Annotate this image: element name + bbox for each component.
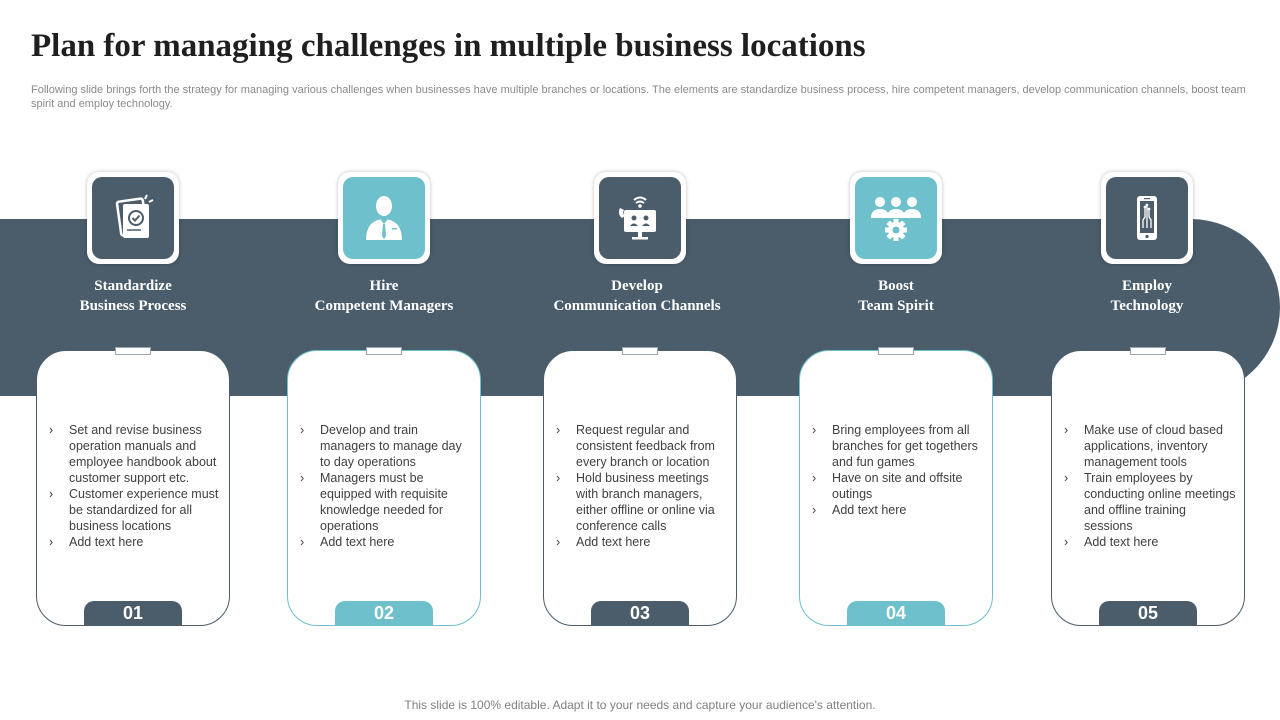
bullet-list: Set and revise business operation manual… [49, 422, 221, 550]
list-item: Add text here [300, 534, 472, 550]
list-item: Add text here [812, 502, 984, 518]
list-item: Add text here [556, 534, 728, 550]
bullet-list: Request regular and consistent feedback … [556, 422, 728, 550]
list-item: Managers must be equipped with requisite… [300, 470, 472, 534]
list-item: Develop and train managers to manage day… [300, 422, 472, 470]
list-item: Bring employees from all branches for ge… [812, 422, 984, 470]
card-hire: Develop and train managers to manage day… [287, 347, 481, 626]
card-standardize: Set and revise business operation manual… [36, 347, 230, 626]
footer-note: This slide is 100% editable. Adapt it to… [404, 698, 876, 712]
video-call-icon [618, 196, 656, 240]
list-item: Set and revise business operation manual… [49, 422, 221, 486]
bullet-list: Make use of cloud based applications, in… [1064, 422, 1236, 550]
icon-tile-develop [594, 172, 686, 264]
number-badge: 02 [335, 601, 433, 626]
card-develop: Request regular and consistent feedback … [543, 347, 737, 626]
bullet-list: Bring employees from all branches for ge… [812, 422, 984, 518]
list-item: Train employees by conducting online mee… [1064, 470, 1236, 534]
page-subtitle: Following slide brings forth the strateg… [31, 84, 1246, 110]
list-item: Customer experience must be standardized… [49, 486, 221, 534]
team-gear-icon [871, 197, 921, 241]
number-badge: 01 [84, 601, 182, 626]
icon-tile-standardize [87, 172, 179, 264]
bullet-list: Develop and train managers to manage day… [300, 422, 472, 550]
icon-tile-employ [1101, 172, 1193, 264]
card-employ: Make use of cloud based applications, in… [1051, 347, 1245, 626]
list-item: Make use of cloud based applications, in… [1064, 422, 1236, 470]
card-tab [622, 347, 658, 355]
list-item: Add text here [49, 534, 221, 550]
card-tab [366, 347, 402, 355]
page-title: Plan for managing challenges in multiple… [31, 28, 866, 64]
smartphone-circuit-icon [1137, 196, 1157, 240]
card-tab [115, 347, 151, 355]
document-checkmark-icon [115, 194, 154, 238]
list-item: Have on site and offsite outings [812, 470, 984, 502]
list-item: Hold business meetings with branch manag… [556, 470, 728, 534]
list-item: Request regular and consistent feedback … [556, 422, 728, 470]
card-tab [878, 347, 914, 355]
card-tab [1130, 347, 1166, 355]
number-badge: 03 [591, 601, 689, 626]
icon-tile-hire [338, 172, 430, 264]
number-badge: 04 [847, 601, 945, 626]
card-boost: Bring employees from all branches for ge… [799, 347, 993, 626]
list-item: Add text here [1064, 534, 1236, 550]
number-badge: 05 [1099, 601, 1197, 626]
icon-tile-boost [850, 172, 942, 264]
businessman-icon [366, 196, 402, 240]
